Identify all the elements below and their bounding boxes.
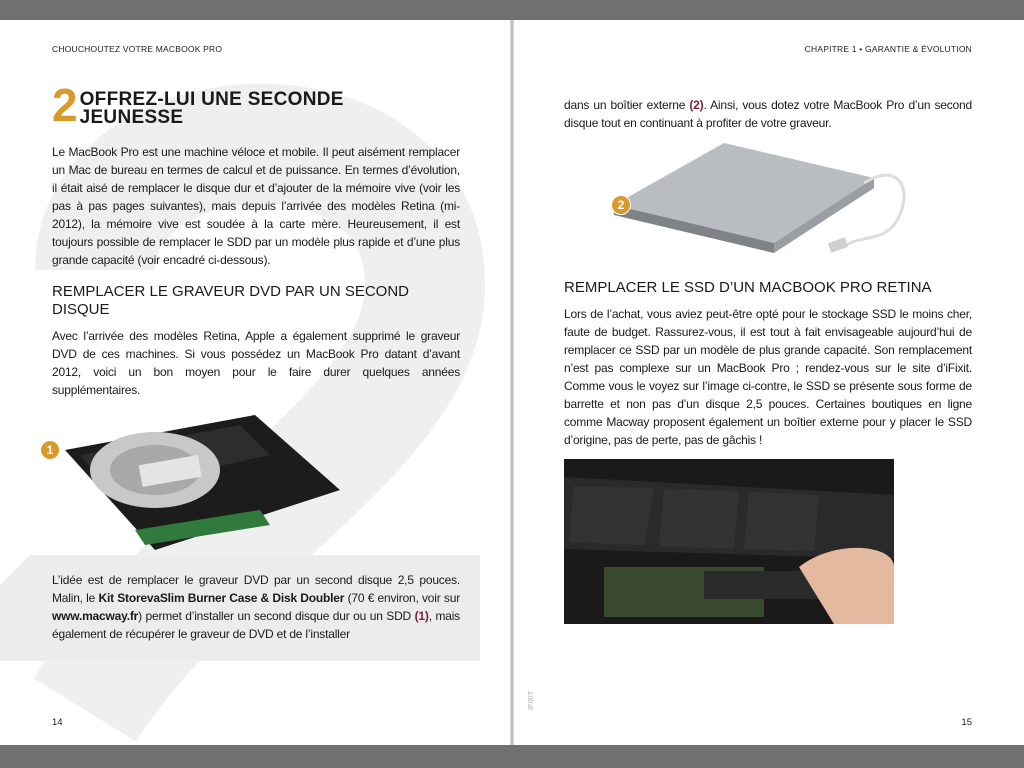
- image-badge: 1: [40, 440, 60, 460]
- paragraph: Avec l’arrivée des modèles Retina, Apple…: [52, 329, 460, 397]
- page-number: 14: [52, 717, 63, 728]
- image-badge: 2: [611, 195, 631, 215]
- right-column: CHAPITRE 1 • GARANTIE & ÉVOLUTION dans u…: [564, 44, 972, 624]
- macway-link[interactable]: www.macway.fr: [52, 609, 139, 623]
- left-page: CHOUCHOUTEZ VOTRE MACBOOK PRO 2 OFFREZ-L…: [0, 20, 510, 745]
- box-paragraph: L’idée est de remplacer le graveur DVD p…: [0, 555, 480, 661]
- reader-bottom-bar: [0, 745, 1024, 768]
- macbook-ssd-photo: [564, 459, 894, 624]
- continued-paragraph: dans un boîtier externe (2). Ainsi, vous…: [564, 98, 972, 130]
- running-head: CHAPITRE 1 • GARANTIE & ÉVOLUTION: [804, 44, 972, 54]
- reader-top-bar: [0, 0, 1024, 20]
- subheading: REMPLACER LE SSD D’UN MACBOOK PRO RETINA: [564, 279, 932, 296]
- right-page: CHAPITRE 1 • GARANTIE & ÉVOLUTION dans u…: [514, 20, 1024, 745]
- drive-caddy-image: [65, 415, 340, 550]
- title-line: OFFREZ-LUI UNE SECONDE: [79, 89, 344, 110]
- running-head: CHOUCHOUTEZ VOTRE MACBOOK PRO: [52, 44, 223, 54]
- external-case-figure: 2: [604, 140, 972, 265]
- page-gutter: [510, 20, 514, 745]
- section-number: 2: [52, 79, 78, 131]
- section-heading: 2 OFFREZ-LUI UNE SECONDE JEUNESSE: [52, 79, 460, 131]
- paragraph: Lors de l’achat, vous aviez peut-être op…: [564, 307, 972, 447]
- page-number: 15: [961, 717, 972, 728]
- left-column: CHOUCHOUTEZ VOTRE MACBOOK PRO 2 OFFREZ-L…: [0, 44, 480, 661]
- photo-credit: IFIXIT: [528, 690, 535, 710]
- intro-paragraph: Le MacBook Pro est une machine véloce et…: [52, 145, 460, 267]
- drive-caddy-figure: 1: [40, 405, 460, 555]
- section-title: OFFREZ-LUI UNE SECONDE JEUNESSE: [80, 85, 344, 127]
- external-case-image: [614, 143, 906, 253]
- subheading: REMPLACER LE GRAVEUR DVD PAR UN SECOND D…: [52, 283, 410, 318]
- title-line: JEUNESSE: [79, 107, 184, 128]
